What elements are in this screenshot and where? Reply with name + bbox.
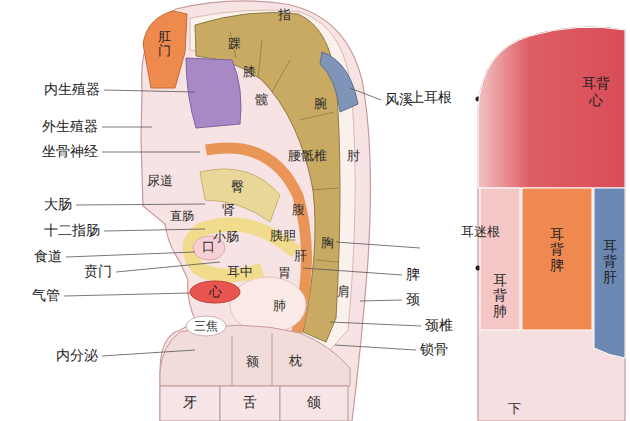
zone-label: 小肠 — [213, 228, 239, 246]
region-label: 肛门 — [158, 30, 171, 59]
region-fill — [220, 386, 280, 421]
region-fill — [190, 281, 240, 303]
callout-label: 十二指肠 — [44, 222, 100, 240]
region-label: 耳背心 — [582, 75, 610, 109]
lobe-cell: 颌 — [280, 386, 348, 421]
orange-band — [206, 148, 307, 336]
zone-label: 膝 — [243, 63, 256, 81]
callout-label: 内生殖器 — [44, 81, 100, 99]
zone-label: 耳迷根 — [461, 225, 474, 239]
callout-label: 贲门 — [84, 263, 112, 281]
zone-label: 指 — [278, 6, 291, 24]
zone-label: 耳中 — [227, 263, 253, 281]
callout-label: 外生殖器 — [42, 118, 98, 136]
region-fill — [480, 188, 520, 330]
region-fill — [594, 188, 625, 358]
region-fill — [280, 386, 348, 421]
callout-label: 内分泌 — [56, 347, 98, 365]
zone-label: 胸 — [321, 234, 334, 252]
anus-region: 肛门 — [143, 10, 187, 88]
region-label: 颌 — [307, 394, 321, 412]
zone-label: 腹 — [292, 201, 305, 219]
zone-label: 胰胆 — [270, 227, 296, 245]
callout-label: 风溪 — [385, 91, 413, 109]
ear-back-outline — [478, 27, 625, 421]
region-fill — [143, 11, 187, 88]
zone-label: 直肠 — [170, 208, 194, 225]
zone-label: 肘 — [347, 147, 360, 165]
fossa-region — [186, 58, 241, 128]
region-label: 耳背脾 — [550, 227, 564, 273]
back-spleen-region: 耳背脾 — [522, 188, 592, 330]
region-fill — [160, 386, 220, 421]
callout-label: 气管 — [32, 287, 60, 305]
ear-outline — [141, 1, 370, 421]
zone-label: 三焦 — [194, 318, 218, 335]
region-fill — [478, 27, 625, 188]
leader-lines — [64, 88, 421, 356]
zone-label: 肾 — [222, 201, 235, 219]
zone-label: 肝 — [294, 247, 307, 265]
callout-label: 大肠 — [44, 196, 72, 214]
callout-label: 颈椎 — [425, 317, 453, 335]
zone-label: 臀 — [231, 178, 244, 196]
back-liver-region: 耳背肝 — [594, 188, 625, 358]
region-label: 心 — [209, 283, 222, 301]
heart-ellipse: 心 — [190, 281, 240, 303]
region-label: 耳背肝 — [603, 239, 617, 285]
back-lung-region: 耳背肺 — [480, 188, 520, 330]
callout-label: 脾 — [406, 266, 420, 284]
region-label: 耳背肺 — [493, 273, 507, 319]
zone-label: 枕 — [289, 352, 302, 370]
zone-label: 髋 — [255, 91, 268, 109]
zone-label: 腰骶椎 — [288, 147, 327, 165]
callout-label: 颈 — [406, 291, 420, 309]
zone-label: 肩 — [337, 283, 350, 301]
region-label: 牙 — [183, 394, 197, 412]
region-label: 舌 — [243, 394, 257, 412]
region-fill — [522, 188, 592, 330]
callout-label: 上耳根 — [410, 89, 452, 107]
zone-label: 肺 — [273, 297, 286, 315]
callout-label: 坐骨神经 — [42, 143, 98, 161]
antitragus — [160, 325, 350, 386]
zone-label: 踝 — [228, 35, 241, 53]
zone-label: 胃 — [278, 264, 291, 282]
zone-label: 额 — [246, 353, 259, 371]
cymba-region — [200, 169, 280, 222]
zone-label: 尿道 — [147, 174, 160, 188]
zone-label: 下 — [508, 400, 521, 418]
callout-label: 锁骨 — [420, 341, 448, 359]
zone-label: 口 — [202, 238, 215, 256]
lobe-cell: 舌 — [220, 386, 280, 421]
zone-label: 腕 — [314, 95, 327, 113]
callout-label: 食道 — [34, 248, 62, 266]
lobe-cell: 牙 — [160, 386, 220, 421]
back-heart-region: 耳背心 — [478, 28, 625, 188]
